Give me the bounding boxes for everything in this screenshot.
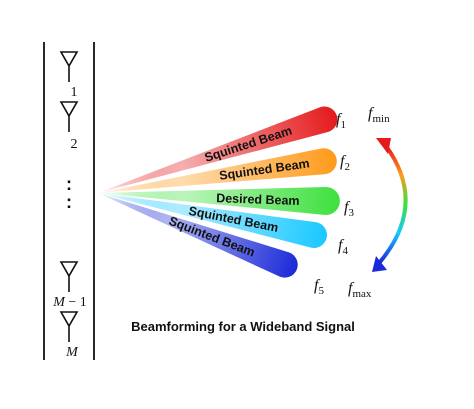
antenna-array: 1 2 M − 1 M : :	[43, 42, 95, 360]
frequency-arrow-curve	[378, 144, 408, 264]
beam-fan: Squinted Beam Squinted Beam Desired Beam…	[98, 106, 340, 278]
beam-frequency-labels: f1 f2 f3 f4 f5	[314, 111, 354, 297]
freq-min-label: fmin	[368, 105, 390, 125]
freq-label-5: f5	[314, 277, 324, 297]
arrow-head-up-icon	[376, 138, 391, 154]
antenna-element-m-minus-1	[59, 261, 79, 292]
beam-desired: Desired Beam	[98, 186, 340, 215]
freq-label-3: f3	[344, 199, 354, 219]
antenna-label-m: M	[65, 345, 79, 360]
freq-label-4: f4	[338, 237, 348, 257]
antenna-label-m-minus-1: M − 1	[52, 295, 87, 310]
antenna-element-2	[59, 101, 79, 132]
arrow-head-down-icon	[372, 256, 387, 272]
antenna-ellipsis-bottom: :	[66, 192, 72, 212]
diagram-caption: Beamforming for a Wideband Signal	[131, 319, 355, 334]
frequency-range-indicator: fmin fmax	[348, 105, 408, 300]
antenna-ellipsis-top: :	[66, 174, 72, 194]
beam-label-3: Desired Beam	[216, 191, 300, 208]
freq-label-1: f1	[336, 111, 346, 131]
antenna-element-m	[59, 311, 79, 342]
antenna-element-1	[59, 51, 79, 82]
antenna-label-2: 2	[71, 137, 78, 152]
antenna-label-1: 1	[71, 85, 78, 100]
freq-label-2: f2	[340, 153, 350, 173]
freq-max-label: fmax	[348, 280, 372, 300]
